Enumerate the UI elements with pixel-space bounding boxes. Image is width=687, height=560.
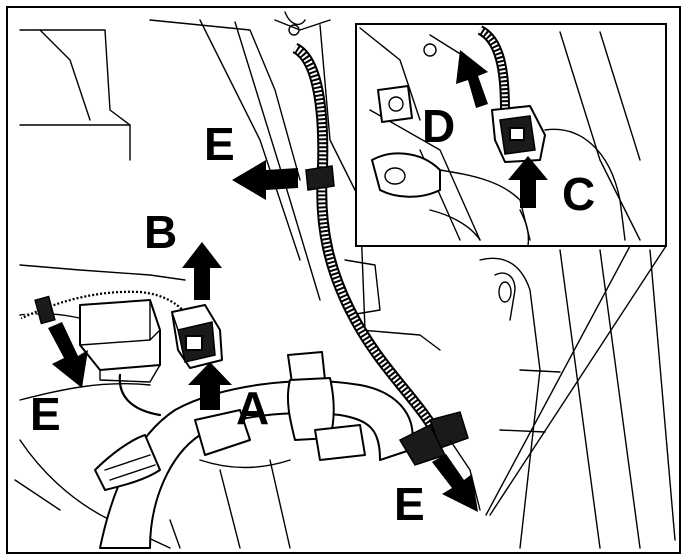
callout-e-bottom: E xyxy=(394,478,425,530)
callout-e-left: E xyxy=(30,388,61,440)
connector-b xyxy=(171,304,223,369)
callout-a: A xyxy=(236,382,269,434)
arrow-c xyxy=(508,156,548,208)
inset-leader-line xyxy=(485,245,667,516)
coolant-hose xyxy=(94,351,414,549)
callout-e-top: E xyxy=(204,118,235,170)
relay-bracket xyxy=(79,299,162,417)
detail-inset xyxy=(355,23,667,247)
arrow-d xyxy=(456,50,488,108)
callout-c: C xyxy=(562,168,595,220)
wire-harness-main xyxy=(292,43,481,511)
arrow-e-left xyxy=(48,322,88,388)
arrow-e-top xyxy=(232,160,298,200)
callout-d: D xyxy=(422,100,455,152)
wire-harness-left xyxy=(20,289,192,325)
arrow-a xyxy=(188,362,232,410)
arrow-e-bottom xyxy=(432,454,478,512)
callout-b: B xyxy=(144,206,177,258)
arrow-b xyxy=(182,242,222,300)
